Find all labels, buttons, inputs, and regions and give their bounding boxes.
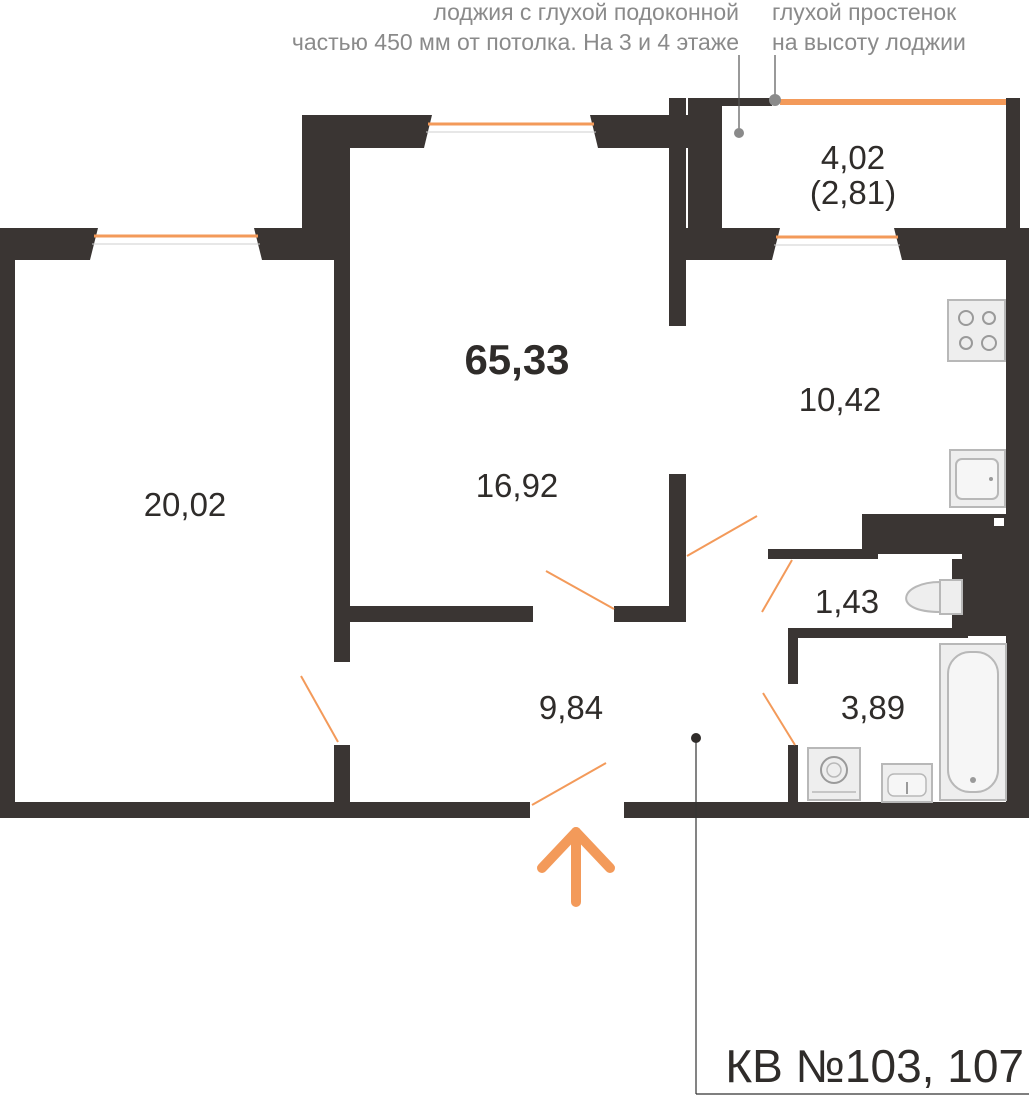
- wall-bottom-right: [624, 802, 1029, 818]
- wall-bottom-left: [0, 802, 530, 818]
- wall-right: [1006, 228, 1029, 818]
- doors: [300, 515, 796, 806]
- wall-loggia-right: [1006, 98, 1020, 260]
- hallway-area: 9,84: [539, 689, 603, 726]
- wall-living-bottom-right: [614, 606, 686, 622]
- pier-note-line1: глухой простенок: [772, 0, 957, 25]
- wall-bedroom-living: [334, 228, 350, 662]
- stove-icon: [947, 299, 1006, 362]
- window-kitchen: [772, 228, 902, 260]
- door-kitchen: [686, 515, 758, 557]
- window-bedroom: [90, 228, 262, 260]
- pier-note-line2: на высоту лоджии: [772, 29, 966, 55]
- leader-lines: [691, 55, 1029, 1095]
- door-bedroom: [300, 675, 339, 743]
- wall-loggia-top: [688, 98, 772, 106]
- arrow-up-icon: [537, 827, 615, 907]
- wall-toilet-bottom: [788, 628, 968, 638]
- washing-machine-icon: [807, 747, 861, 801]
- bathroom-area: 3,89: [841, 689, 905, 726]
- loggia-note-line1: лоджия с глухой подоконной: [433, 0, 739, 25]
- kitchen-sink-icon: [949, 449, 1006, 508]
- door-toilet: [761, 559, 793, 613]
- loggia-area: 4,02: [821, 139, 885, 176]
- wall-left: [0, 228, 15, 818]
- toilet-area: 1,43: [815, 583, 879, 620]
- apartment-number: КВ №103, 107: [725, 1040, 1024, 1092]
- windows: [90, 99, 1006, 260]
- wall-living-kitchen-lower: [669, 474, 686, 622]
- living-room-area: 16,92: [476, 467, 559, 504]
- kitchen-area: 10,42: [799, 381, 882, 418]
- door-bathroom: [762, 692, 796, 746]
- door-living: [545, 570, 615, 610]
- ventilation-shaft: [862, 514, 1008, 554]
- wall-bathroom-left-lower: [788, 745, 798, 805]
- wall-living-kitchen-upper: [669, 98, 686, 326]
- shaft-opening: [994, 518, 1004, 526]
- wall-toilet-top: [768, 549, 878, 559]
- wash-basin-icon: [881, 763, 933, 803]
- loggia-note-line2: частью 450 мм от потолка. На 3 и 4 этаже: [292, 29, 739, 55]
- toilet-icon: [905, 579, 963, 615]
- total-area: 65,33: [464, 336, 569, 383]
- wall-living-bottom-left: [350, 606, 533, 622]
- loggia-reduced-area: (2,81): [810, 174, 896, 211]
- door-entrance: [531, 762, 607, 806]
- ventilation-shaft-side: [962, 554, 1008, 636]
- window-living: [424, 115, 598, 148]
- wall-bathroom-left: [788, 628, 798, 684]
- bathtub-icon: [939, 643, 1007, 801]
- bedroom-area: 20,02: [144, 486, 227, 523]
- wall-bedroom-hall-lower: [334, 745, 350, 805]
